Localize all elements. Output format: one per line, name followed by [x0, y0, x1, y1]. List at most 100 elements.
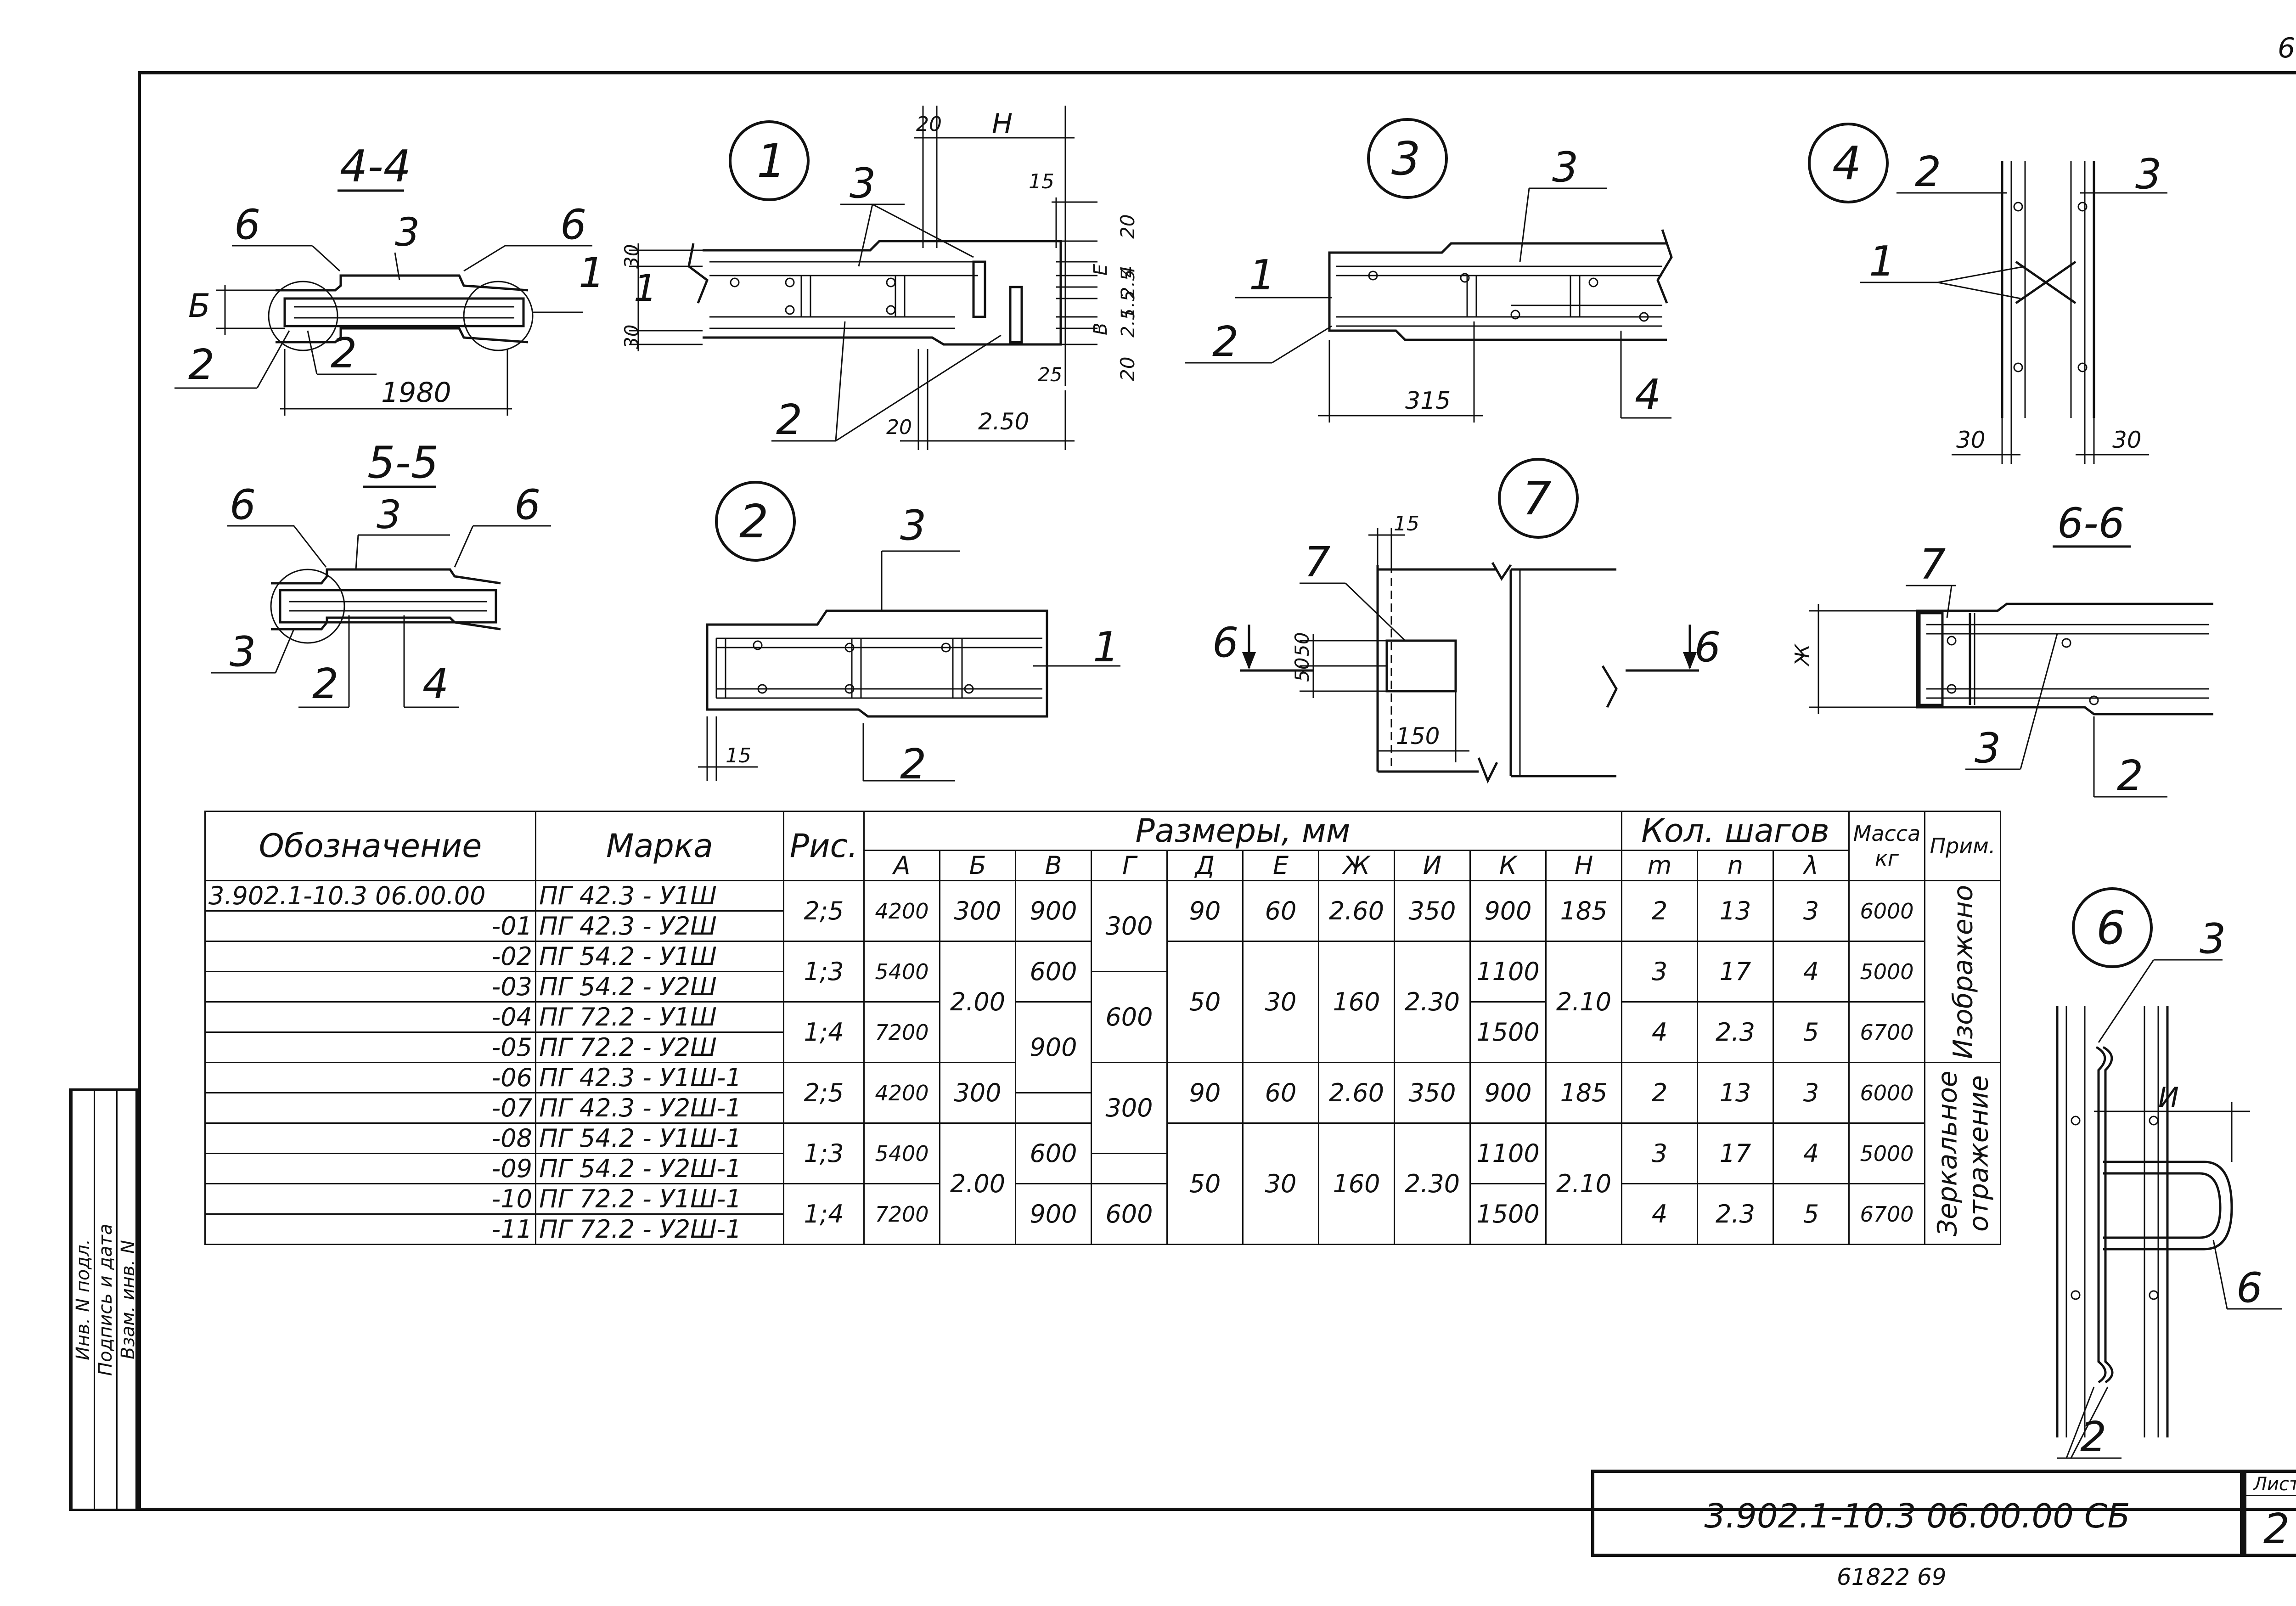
detail-2-number: 2	[739, 495, 769, 548]
dim-1-5: 1.5	[1118, 290, 1139, 319]
dim-b-label: Б	[188, 287, 210, 325]
table-row-mark: ПГ 72.2 - У2Ш	[535, 1031, 784, 1063]
corner-page-mark: 67	[2278, 32, 2296, 64]
cell-zh: 2.60	[1318, 1062, 1395, 1124]
dim-20-right-bottom: 20	[1116, 357, 1139, 381]
section-4-4: 4-4 Б 1980 6 3 6 1 2 2	[174, 141, 605, 416]
document-code: 3.902.1-10.3 06.00.00 СБ	[1704, 1497, 2130, 1535]
header-col-zh: Ж	[1318, 850, 1395, 881]
callout-3: 3	[2200, 915, 2226, 963]
callout-3: 3	[395, 210, 420, 255]
cell-a: 5400	[863, 1122, 940, 1184]
cell-b: 300	[939, 1062, 1016, 1124]
callout-2: 2	[2117, 752, 2143, 800]
section-mark-6-right: 6	[1694, 623, 1721, 671]
cell-v: 600	[1015, 941, 1092, 1003]
table-row-mark: ПГ 42.3 - У1Ш	[535, 880, 784, 912]
callout-3: 3	[1552, 143, 1578, 192]
dim-315: 315	[1405, 387, 1451, 415]
cell-a: 5400	[863, 941, 940, 1003]
table-row-mark: ПГ 54.2 - У1Ш	[535, 941, 784, 972]
table-row-designation: -01	[204, 910, 536, 942]
table-row-mark: ПГ 72.2 - У2Ш-1	[535, 1213, 784, 1245]
dim-30-top: 30	[620, 244, 643, 269]
cell-b: 2.00	[939, 941, 1016, 1063]
section-6-6: 6-6 7 3 2 Ж	[1791, 499, 2213, 800]
section-mark-6-left: 6	[1212, 619, 1238, 667]
cell-k: 1100	[1469, 1122, 1547, 1184]
cell-i: 350	[1394, 880, 1471, 942]
cell-v: 900	[1015, 1001, 1092, 1093]
title-block: 3.902.1-10.3 06.00.00 СБ	[1591, 1470, 2243, 1557]
cell-mass: 6700	[1848, 1183, 1925, 1245]
cell-e: 60	[1242, 1062, 1319, 1124]
detail-1-number: 1	[757, 134, 786, 188]
callout-6: 6	[234, 201, 260, 249]
cell-fig: 2;5	[783, 1062, 865, 1124]
detail-7-number: 7	[1522, 472, 1552, 525]
callout-7: 7	[1304, 538, 1330, 586]
table-row-mark: ПГ 72.2 - У1Ш	[535, 1001, 784, 1033]
callout-3: 3	[377, 492, 401, 538]
cell-m: 3	[1621, 1122, 1698, 1184]
dim-50-top: 50	[1291, 632, 1313, 657]
dim-v: В	[1090, 323, 1111, 335]
dim-15: 15	[726, 744, 751, 767]
cell-fig: 1;3	[783, 1122, 865, 1184]
section-4-4-title: 4-4	[340, 141, 411, 192]
cell-n-steps: 17	[1697, 1122, 1774, 1184]
detail-4-number: 4	[1832, 136, 1862, 190]
dim-zh: Ж	[1791, 643, 1814, 667]
cell-mass: 5000	[1848, 1122, 1925, 1184]
cell-note-mirrored: Зеркальное отражение	[1925, 1062, 2001, 1245]
table-row-designation: 3.902.1-10.3 06.00.00	[204, 880, 536, 912]
dim-e: Е	[1090, 264, 1111, 276]
cell-k: 1500	[1469, 1001, 1547, 1063]
table-row-mark: ПГ 54.2 - У1Ш-1	[535, 1122, 784, 1154]
cell-note-depicted: Изображено	[1925, 880, 2001, 1063]
callout-1: 1	[634, 267, 657, 310]
specification-table: Обозначение Марка Рис. Размеры, мм Кол. …	[204, 811, 2001, 1245]
callout-3: 3	[850, 159, 876, 208]
cell-a: 4200	[863, 880, 940, 942]
cell-e: 30	[1242, 941, 1319, 1063]
cell-n-steps: 13	[1697, 1062, 1774, 1124]
callout-2b: 2	[331, 329, 357, 378]
cell-g: 300	[1091, 880, 1168, 972]
cell-a: 4200	[863, 1062, 940, 1124]
cell-d: 50	[1166, 1122, 1244, 1245]
detail-2: 2 3 1 2 15	[698, 481, 1120, 789]
cell-zh: 2.60	[1318, 880, 1395, 942]
dim-20-top: 20	[916, 113, 942, 136]
callout-2: 2	[2080, 1413, 2106, 1461]
table-row-mark: ПГ 72.2 - У1Ш-1	[535, 1183, 784, 1215]
dim-i: И	[2158, 1082, 2179, 1114]
dim-250: 2.50	[978, 408, 1029, 435]
callout-6b: 6	[560, 201, 586, 249]
dim-30-left: 30	[1956, 427, 1986, 453]
cell-mass: 5000	[1848, 941, 1925, 1003]
callout-3: 3	[1975, 724, 2001, 772]
table-row-mark: ПГ 42.3 - У1Ш-1	[535, 1062, 784, 1093]
cell-zh: 160	[1318, 1122, 1395, 1245]
cell-a: 7200	[863, 1183, 940, 1245]
table-row-designation: -03	[204, 971, 536, 1003]
cell-n: 2.10	[1545, 1122, 1622, 1245]
cell-n-steps: 17	[1697, 941, 1774, 1003]
table-row-mark: ПГ 54.2 - У2Ш	[535, 971, 784, 1003]
cell-n: 2.10	[1545, 941, 1622, 1063]
cell-d: 90	[1166, 1062, 1244, 1124]
dim-30-bottom: 30	[620, 325, 643, 349]
sidebar-replacement-inv: Взам. инв. N	[116, 1091, 139, 1509]
cell-mass: 6000	[1848, 1062, 1925, 1124]
cell-i: 2.30	[1394, 1122, 1471, 1245]
dim-30-right: 30	[2112, 427, 2142, 453]
sheet-number: 2	[2263, 1505, 2290, 1553]
callout-3: 3	[900, 502, 926, 550]
sidebar-signature-date: Подпись и дата	[94, 1091, 116, 1509]
cell-m: 2	[1621, 880, 1698, 942]
cell-k: 900	[1469, 880, 1547, 942]
callout-4: 4	[1635, 371, 1661, 419]
callout-6: 6	[2236, 1264, 2262, 1312]
cell-mass: 6000	[1848, 880, 1925, 942]
